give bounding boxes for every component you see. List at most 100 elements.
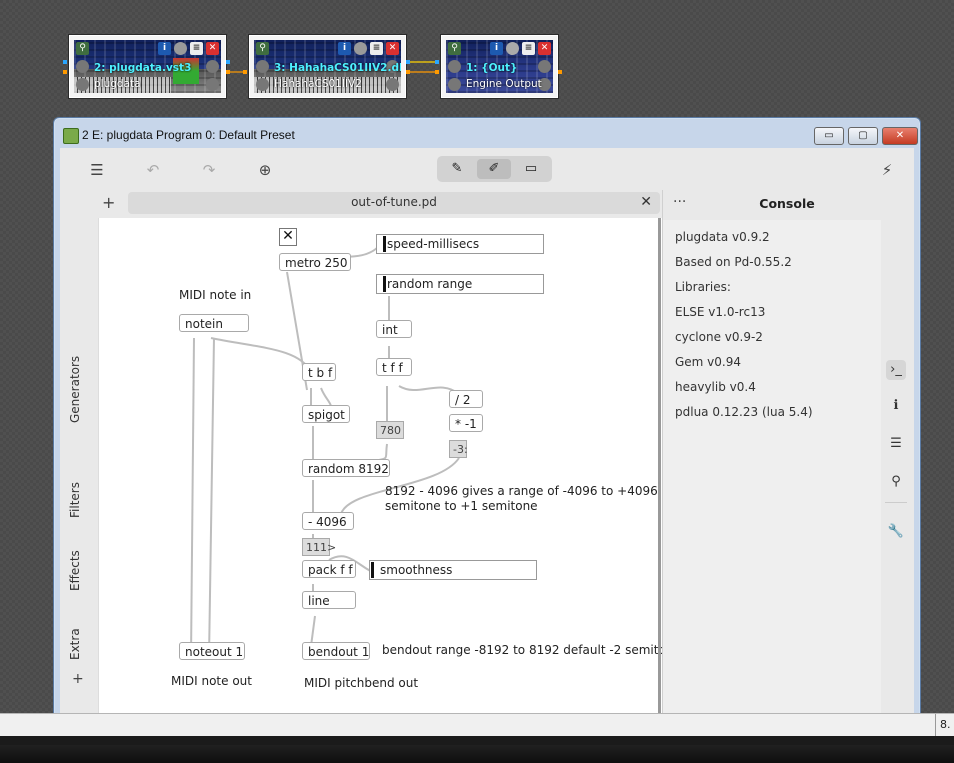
new-tab-button[interactable]: + xyxy=(102,193,116,212)
wrench-icon[interactable]: 🔧 xyxy=(887,524,905,539)
number-box[interactable]: 111> xyxy=(302,538,336,556)
int-object[interactable]: int xyxy=(376,320,412,338)
divide-object[interactable]: / 2 xyxy=(449,390,483,408)
info-icon[interactable]: ℹ xyxy=(893,398,899,413)
search-icon[interactable]: ⚲ xyxy=(891,474,901,489)
list-icon[interactable]: ≡ xyxy=(190,42,203,55)
smoothness-slider[interactable]: smoothness xyxy=(369,560,537,580)
redo-icon[interactable]: ↷ xyxy=(202,161,216,179)
close-icon[interactable]: ✕ xyxy=(538,42,551,55)
plug-icon[interactable]: ⚲ xyxy=(256,42,269,55)
port[interactable] xyxy=(63,60,67,64)
console-options-icon[interactable]: ··· xyxy=(673,194,687,210)
console-line: cyclone v0.9-2 xyxy=(675,330,763,344)
knob-icon xyxy=(538,78,551,91)
host-node-hahaha[interactable]: ⚲ i ≡ ✕ 3: HahahaCS01IIV2.dll HahahaCS01… xyxy=(249,35,406,98)
slider-knob[interactable] xyxy=(371,562,374,578)
gear-icon[interactable] xyxy=(506,42,519,55)
canvas-scrollbar[interactable] xyxy=(658,218,661,718)
plug-icon[interactable]: ⚲ xyxy=(448,42,461,55)
knob-icon xyxy=(76,60,89,73)
host-node-plugdata[interactable]: ⚲ i ≡ ✕ 2: plugdata.vst3 plugdata xyxy=(69,35,226,98)
menu-icon[interactable]: ☰ xyxy=(90,161,104,179)
undo-icon[interactable]: ↶ xyxy=(146,161,160,179)
port[interactable] xyxy=(226,70,230,74)
bang-toggle[interactable]: ✕ xyxy=(279,228,297,246)
random-range-slider[interactable]: random range xyxy=(376,274,544,294)
metro-object[interactable]: metro 250 xyxy=(279,253,351,271)
random-object[interactable]: random 8192 xyxy=(302,459,390,477)
list-icon[interactable]: ≡ xyxy=(522,42,535,55)
host-node-title: 3: HahahaCS01IIV2.dll xyxy=(274,62,401,74)
port[interactable] xyxy=(63,70,67,74)
console-line: Libraries: xyxy=(675,280,731,294)
minimize-button[interactable]: ▭ xyxy=(814,127,844,145)
close-icon[interactable]: ✕ xyxy=(386,42,399,55)
port[interactable] xyxy=(406,70,410,74)
info-icon[interactable]: i xyxy=(338,42,351,55)
run-mode-button[interactable]: ✐ xyxy=(477,159,511,179)
minus-object[interactable]: - 4096 xyxy=(302,512,354,530)
slider-knob[interactable] xyxy=(383,276,386,292)
presentation-mode-button[interactable]: ▭ xyxy=(524,161,538,176)
console-toolbar: ›_ ℹ ☰ ⚲ 🔧 xyxy=(881,220,911,718)
pack-object[interactable]: pack f f xyxy=(302,560,356,578)
bendout-object[interactable]: bendout 1 xyxy=(302,642,370,660)
info-icon[interactable]: i xyxy=(490,42,503,55)
port[interactable] xyxy=(226,60,230,64)
add-palette-button[interactable]: + xyxy=(72,671,84,687)
patch-canvas[interactable]: ✕ metro 250 speed-millisecs random range… xyxy=(98,218,663,718)
close-button[interactable]: ✕ xyxy=(882,127,918,145)
trigger-ff-object[interactable]: t f f xyxy=(376,358,412,376)
edit-mode-button[interactable]: ✎ xyxy=(451,161,463,176)
list-icon[interactable]: ≡ xyxy=(370,42,383,55)
line-object[interactable]: line xyxy=(302,591,356,609)
terminal-icon[interactable]: ›_ xyxy=(886,360,906,380)
palette-tab-extra[interactable]: Extra xyxy=(68,628,82,660)
tab-out-of-tune[interactable]: out-of-tune.pd ✕ xyxy=(128,192,660,214)
comment-range-2: semitone to +1 semitone xyxy=(385,499,538,513)
host-node-engine-output[interactable]: ⚲ i ≡ ✕ 1: {Out} Engine Output xyxy=(441,35,558,98)
info-icon[interactable]: i xyxy=(158,42,171,55)
speed-slider[interactable]: speed-millisecs xyxy=(376,234,544,254)
number-box[interactable]: 780 xyxy=(376,421,404,439)
console-line: Gem v0.94 xyxy=(675,355,742,369)
gear-icon[interactable] xyxy=(354,42,367,55)
port[interactable] xyxy=(435,70,439,74)
palette-tab-effects[interactable]: Effects xyxy=(68,550,82,591)
port[interactable] xyxy=(558,70,562,74)
spigot-object[interactable]: spigot xyxy=(302,405,350,423)
slider-label: speed-millisecs xyxy=(387,237,480,251)
palette-tab-filters[interactable]: Filters xyxy=(68,482,82,518)
noteout-object[interactable]: noteout 1 xyxy=(179,642,245,660)
maximize-button[interactable]: ▢ xyxy=(848,127,878,145)
plug-icon[interactable]: ⚲ xyxy=(76,42,89,55)
slider-label: random range xyxy=(387,277,473,291)
notein-object[interactable]: notein xyxy=(179,314,249,332)
slider-knob[interactable] xyxy=(383,236,386,252)
console-title: Console xyxy=(759,196,815,211)
trigger-bf-object[interactable]: t b f xyxy=(302,363,336,381)
port[interactable] xyxy=(435,60,439,64)
slider-label: smoothness xyxy=(380,563,453,577)
knob-icon xyxy=(386,60,399,73)
number-box[interactable]: -3: xyxy=(449,440,468,458)
knob-icon xyxy=(448,60,461,73)
client-area: ☰ ↶ ↷ ⊕ ✎ ✐ ▭ ⚡ + out-of-tune.pd ✕ Gener… xyxy=(60,148,914,718)
host-node-subtitle: HahahaCS01IIV2 xyxy=(274,78,362,90)
add-object-icon[interactable]: ⊕ xyxy=(258,161,272,179)
comment-midi-note-out: MIDI note out xyxy=(171,674,252,688)
port[interactable] xyxy=(243,70,247,74)
tab-close-icon[interactable]: ✕ xyxy=(640,194,652,210)
console-line: plugdata v0.9.2 xyxy=(675,230,770,244)
plugin-mode-icon[interactable]: ⚡ xyxy=(881,161,893,179)
gear-icon[interactable] xyxy=(174,42,187,55)
app-icon xyxy=(63,128,79,144)
port[interactable] xyxy=(406,60,410,64)
multiply-object[interactable]: * -1 xyxy=(449,414,483,432)
palette-tab-generators[interactable]: Generators xyxy=(68,355,82,423)
taskbar xyxy=(0,736,954,763)
close-icon[interactable]: ✕ xyxy=(206,42,219,55)
sliders-icon[interactable]: ☰ xyxy=(890,436,902,451)
knob-icon xyxy=(206,60,219,73)
